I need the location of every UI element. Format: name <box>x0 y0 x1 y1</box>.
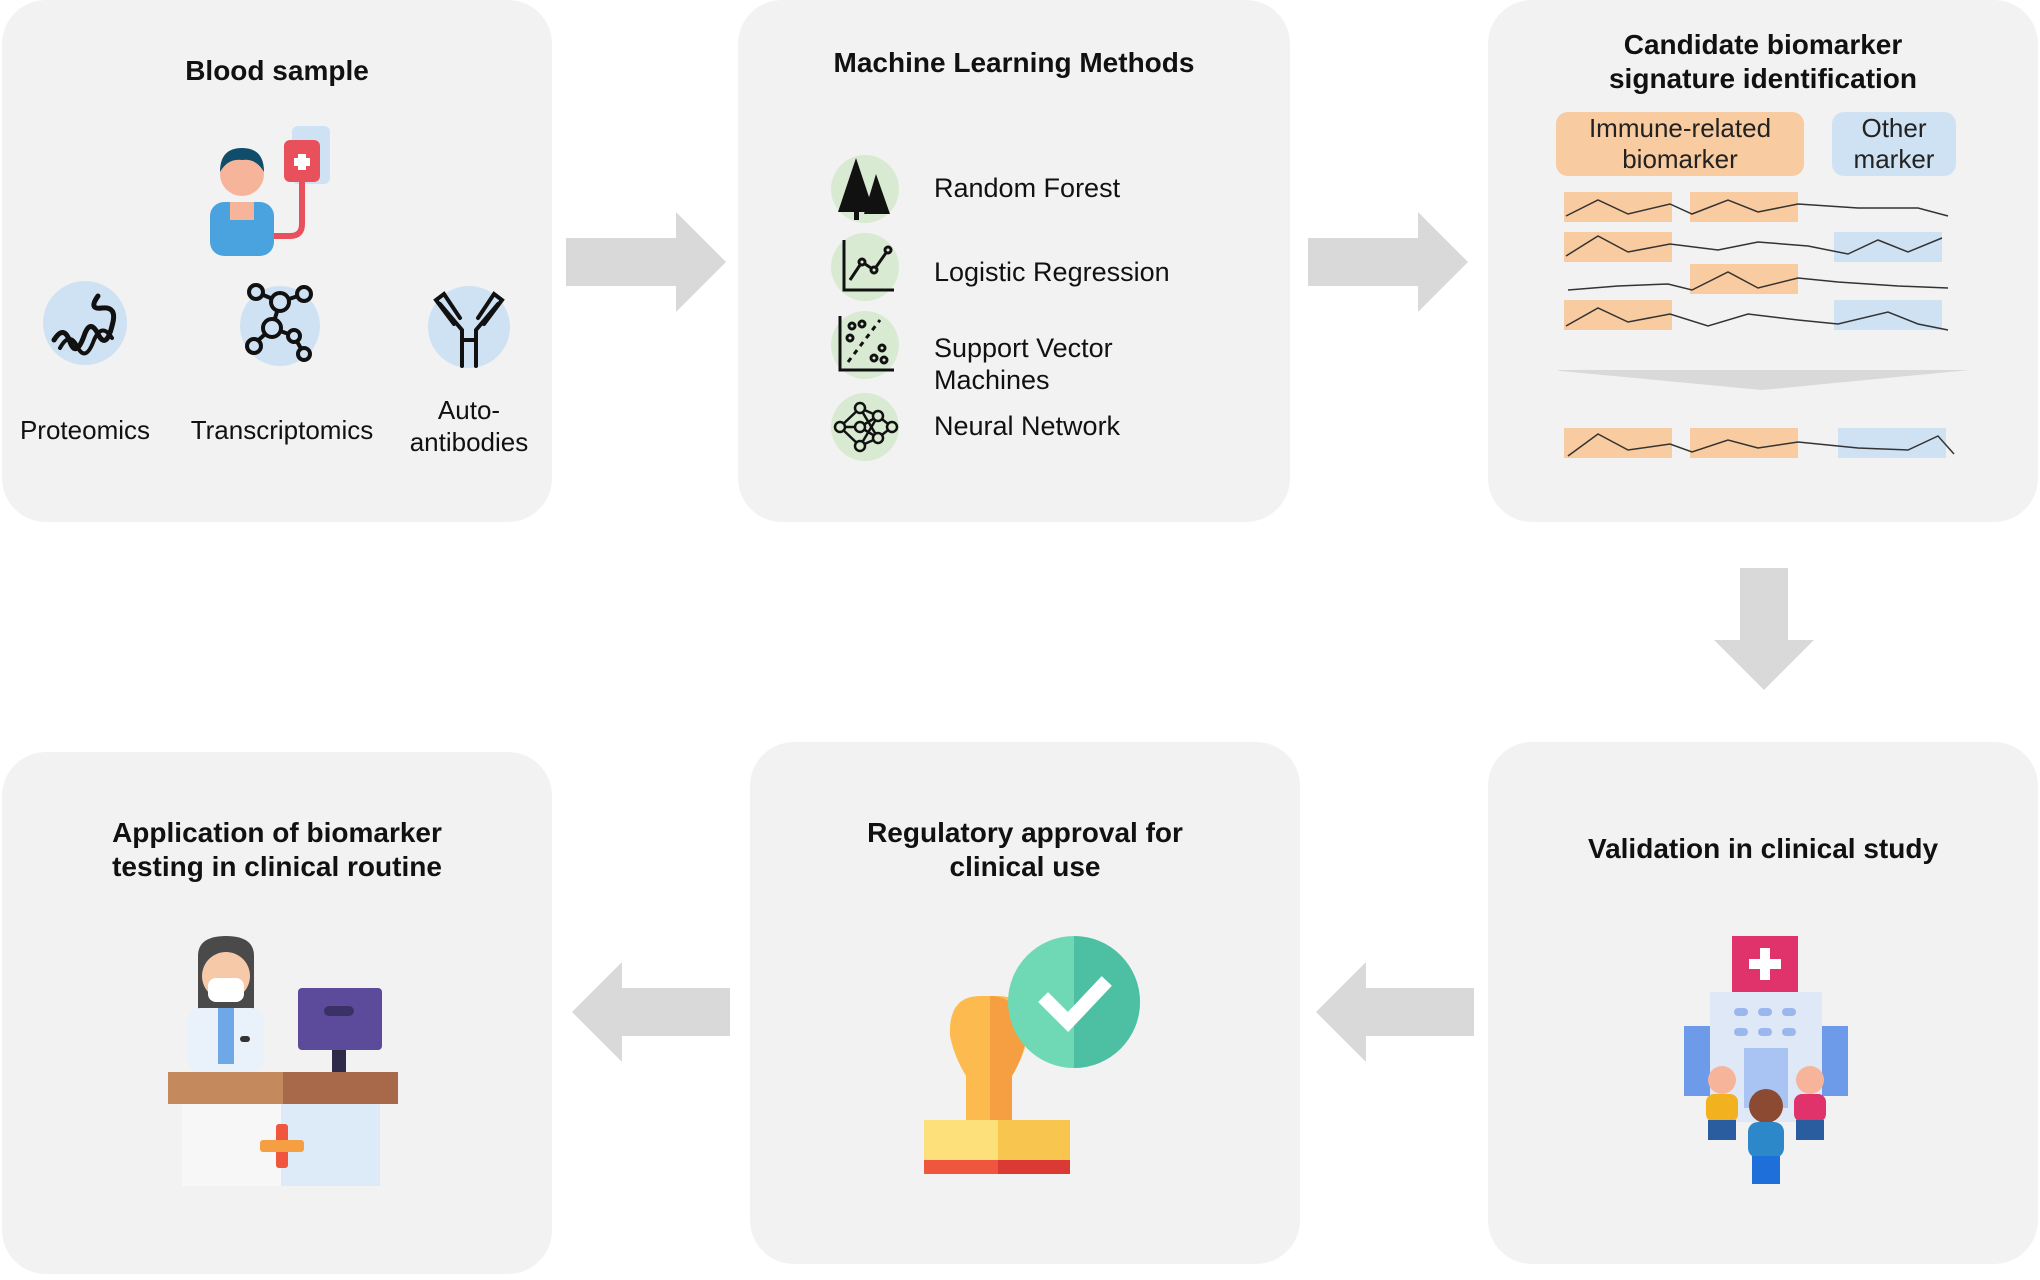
panel-validation: Validation in clinical study <box>1488 742 2038 1264</box>
neural-network-icon <box>830 392 900 462</box>
signature-traces <box>1558 186 1978 466</box>
flow-arrow-left-2 <box>572 962 730 1062</box>
flow-arrow-right-2 <box>1308 212 1468 312</box>
omics-label-proteomics: Proteomics <box>19 415 151 445</box>
ml-method-random-forest: Random Forest <box>738 150 1290 230</box>
omics-label-autoantibodies-1: Auto- <box>437 395 501 425</box>
patient-iv-drip-icon <box>206 124 346 256</box>
ml-method-label: Random Forest <box>934 173 1121 203</box>
flow-arrow-left-1 <box>1316 962 1474 1062</box>
panel-title: Blood sample <box>185 55 369 86</box>
tag-other-marker: Other marker <box>1832 112 1956 176</box>
approval-stamp-icon <box>900 936 1150 1186</box>
ml-method-label-2: Machines <box>934 365 1050 395</box>
panel-title-line1: Regulatory approval for <box>867 817 1183 848</box>
omics-label-autoantibodies-2: antibodies <box>409 427 529 457</box>
panel-title-line2: testing in clinical routine <box>112 851 442 882</box>
molecule-network-icon <box>234 280 324 370</box>
antibody-icon <box>426 284 512 370</box>
flow-arrow-right-1 <box>566 212 726 312</box>
doctor-desk-icon <box>168 936 398 1186</box>
flow-arrow-down <box>1714 568 1814 690</box>
forest-trees-icon <box>830 154 900 224</box>
ml-method-label: Support Vector <box>934 333 1113 363</box>
tag-immune-related: Immune-related biomarker <box>1556 112 1804 176</box>
ml-method-svm: Support Vector Machines <box>738 306 1290 396</box>
line-chart-icon <box>830 232 900 302</box>
ml-method-neural-network: Neural Network <box>738 388 1290 468</box>
panel-title-line2: signature identification <box>1608 63 1918 94</box>
ml-method-label: Logistic Regression <box>934 257 1170 287</box>
ml-method-label: Neural Network <box>934 411 1121 441</box>
panel-ml-methods: Machine Learning Methods Random Forest <box>738 0 1290 522</box>
protein-helix-icon <box>40 278 130 368</box>
panel-title-line2: clinical use <box>949 851 1101 882</box>
ml-method-logistic-regression: Logistic Regression <box>738 228 1290 308</box>
panel-blood-sample: Blood sample <box>2 0 552 522</box>
panel-regulatory-approval: Regulatory approval for clinical use <box>750 742 1300 1264</box>
omics-label-transcriptomics: Transcriptomics <box>190 415 374 445</box>
tag-other-line1: Other <box>1861 113 1927 143</box>
panel-title: Validation in clinical study <box>1587 833 1939 864</box>
panel-application: Application of biomarker testing in clin… <box>2 752 552 1274</box>
tag-immune-line2: biomarker <box>1622 144 1738 174</box>
panel-title-line1: Application of biomarker <box>112 817 442 848</box>
panel-title-line1: Candidate biomarker <box>1623 29 1903 60</box>
tag-other-line2: marker <box>1853 144 1935 174</box>
panel-candidate-biomarker: Candidate biomarker signature identifica… <box>1488 0 2038 522</box>
panel-title: Machine Learning Methods <box>833 47 1195 78</box>
tag-immune-line1: Immune-related <box>1588 113 1772 143</box>
scatter-plot-icon <box>830 310 900 380</box>
hospital-people-icon <box>1684 936 1848 1186</box>
